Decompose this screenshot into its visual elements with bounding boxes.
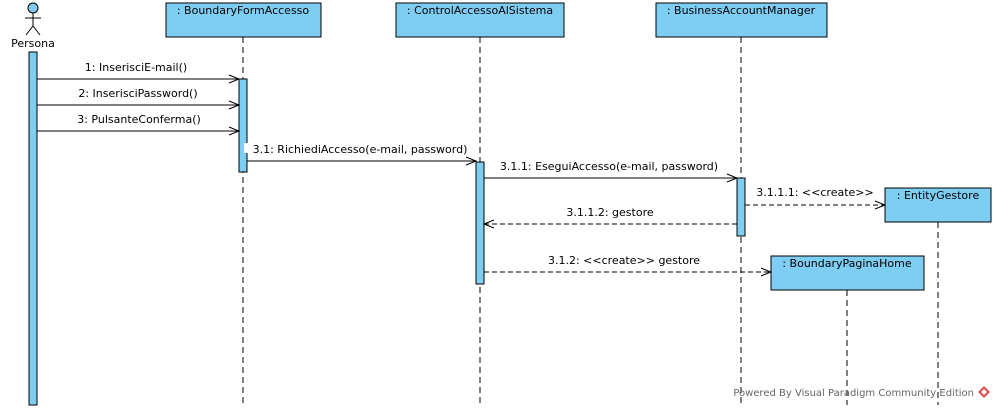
actor-label: Persona xyxy=(11,37,55,50)
lifeline-label-boundary-form: : BoundaryFormAccesso xyxy=(177,4,310,17)
lifeline-boundary-pagina-home: : BoundaryPaginaHome xyxy=(770,255,925,405)
message-3-1-1-2-label: 3.1.1.2: gestore xyxy=(566,206,653,219)
message-3-1-2: 3.1.2: <<create>> gestore xyxy=(484,254,771,272)
message-3-1-1: 3.1.1: EseguiAccesso(e-mail, password) xyxy=(484,160,737,178)
watermark: Powered By Visual Paradigm Community Edi… xyxy=(733,386,990,399)
activation-bar-boundary-form xyxy=(238,78,248,173)
lifeline-label-boundary-home: : BoundaryPaginaHome xyxy=(782,257,912,270)
message-1-label: 1: InserisciE-mail() xyxy=(85,61,187,74)
lifeline-label-control: : ControlAccessoAlSistema xyxy=(407,4,553,17)
message-3-1-2-label: 3.1.2: <<create>> gestore xyxy=(548,254,700,267)
message-3-1-label: 3.1: RichiediAccesso(e-mail, password) xyxy=(253,143,468,156)
lifeline-entity-gestore: : EntityGestore xyxy=(884,187,992,405)
lifeline-header-boundary-home xyxy=(770,255,925,291)
lifeline-boundary-form-accesso: : BoundaryFormAccesso xyxy=(165,2,322,405)
message-2-label: 2: InserisciPassword() xyxy=(78,87,197,100)
lifeline-header-control xyxy=(395,2,565,38)
lifeline-header-boundary-form xyxy=(165,2,322,38)
activation-bar-control xyxy=(475,161,485,285)
activation-bar-business xyxy=(736,177,746,237)
message-3-1-1-2: 3.1.1.2: gestore xyxy=(484,206,737,224)
actor-persona: Persona xyxy=(11,2,55,50)
visual-paradigm-logo-icon xyxy=(978,386,990,398)
message-3: 3: PulsanteConferma() xyxy=(37,113,239,131)
actor-activation-bar xyxy=(28,51,38,406)
message-1: 1: InserisciE-mail() xyxy=(37,61,239,79)
message-3-label: 3: PulsanteConferma() xyxy=(77,113,201,126)
lifeline-business-account-manager: : BusinessAccountManager xyxy=(655,2,828,405)
message-3-1-1-1-label: 3.1.1.1: <<create>> xyxy=(756,186,873,199)
lifeline-label-business: : BusinessAccountManager xyxy=(667,4,816,17)
message-3-1-1-label: 3.1.1: EseguiAccesso(e-mail, password) xyxy=(500,160,718,173)
message-3-1: 3.1: RichiediAccesso(e-mail, password) xyxy=(244,143,476,161)
lifeline-control-accesso: : ControlAccessoAlSistema xyxy=(395,2,565,405)
message-2: 2: InserisciPassword() xyxy=(37,87,239,105)
lifeline-label-entity-gestore: : EntityGestore xyxy=(897,189,980,202)
message-3-1-1-1: 3.1.1.1: <<create>> xyxy=(745,186,885,205)
watermark-text: Powered By Visual Paradigm Community Edi… xyxy=(733,388,974,399)
actor-head-icon xyxy=(27,2,39,14)
